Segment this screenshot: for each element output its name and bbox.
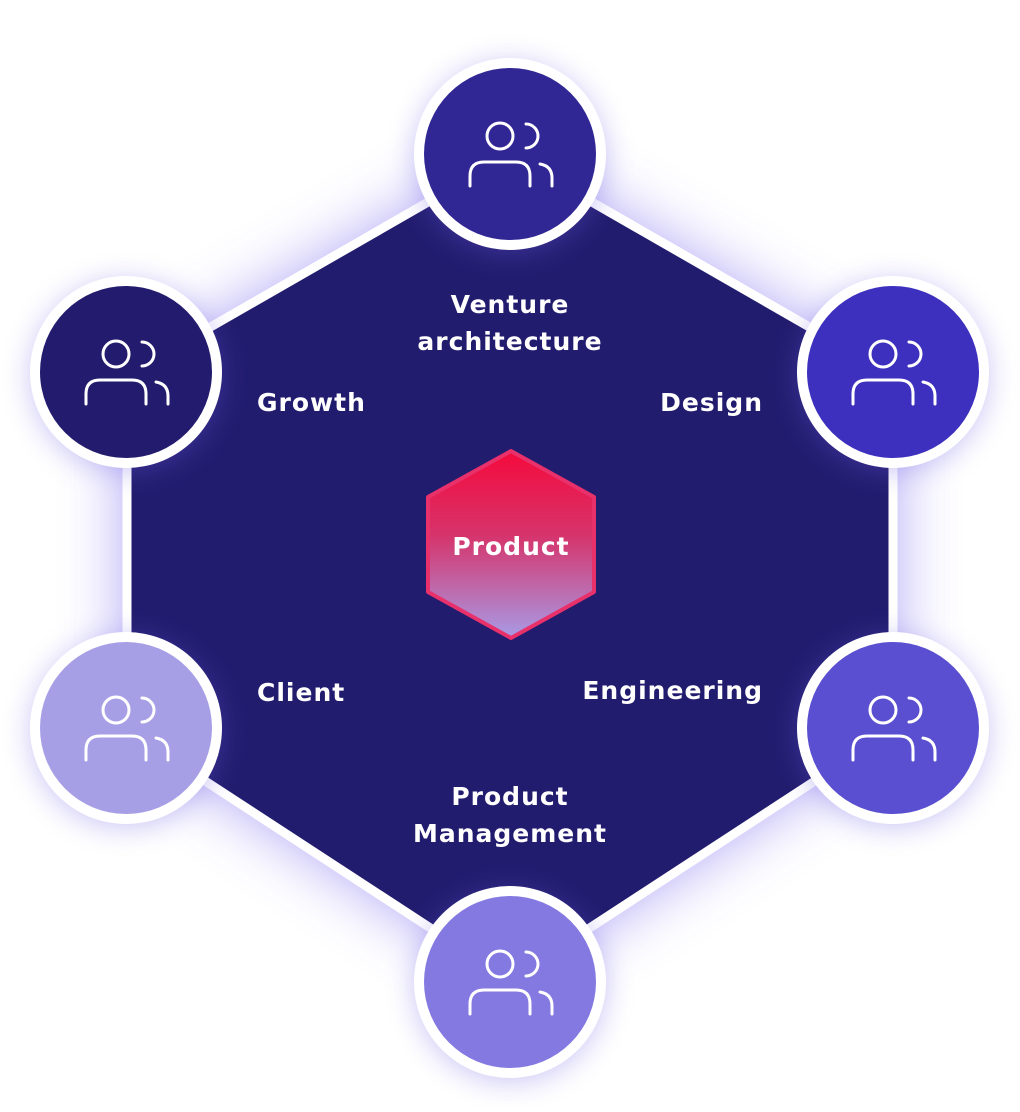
label-venture-line-2: architecture bbox=[417, 327, 603, 356]
users-icon bbox=[468, 121, 554, 188]
users-icon bbox=[851, 695, 937, 762]
users-icon bbox=[468, 949, 554, 1016]
node-circle bbox=[424, 68, 596, 240]
label-product-management-line-2: Management bbox=[412, 819, 608, 848]
users-icon bbox=[84, 339, 170, 406]
node-lower-left bbox=[30, 632, 222, 828]
team-nodes bbox=[30, 58, 989, 1082]
node-circle bbox=[807, 286, 979, 458]
node-top bbox=[414, 58, 606, 254]
node-circle bbox=[424, 896, 596, 1068]
node-lower-right bbox=[797, 632, 989, 828]
node-circle bbox=[40, 642, 212, 814]
node-circle bbox=[807, 642, 979, 814]
users-icon bbox=[851, 339, 937, 406]
node-upper-right bbox=[797, 276, 989, 472]
node-upper-left bbox=[30, 276, 222, 472]
label-design: Design bbox=[660, 388, 763, 417]
node-bottom bbox=[414, 886, 606, 1082]
label-growth: Growth bbox=[257, 388, 366, 417]
center-product-label: Product bbox=[452, 532, 569, 561]
node-circle bbox=[40, 286, 212, 458]
label-engineering: Engineering bbox=[582, 676, 763, 705]
label-client: Client bbox=[257, 678, 346, 707]
label-venture-line-1: Venture bbox=[450, 290, 570, 319]
users-icon bbox=[84, 695, 170, 762]
center-product-hexagon bbox=[426, 449, 596, 640]
label-product-management-line-1: Product bbox=[451, 782, 569, 811]
label-product-management: Product Management bbox=[380, 778, 640, 852]
label-venture-architecture: Venture architecture bbox=[380, 286, 640, 360]
